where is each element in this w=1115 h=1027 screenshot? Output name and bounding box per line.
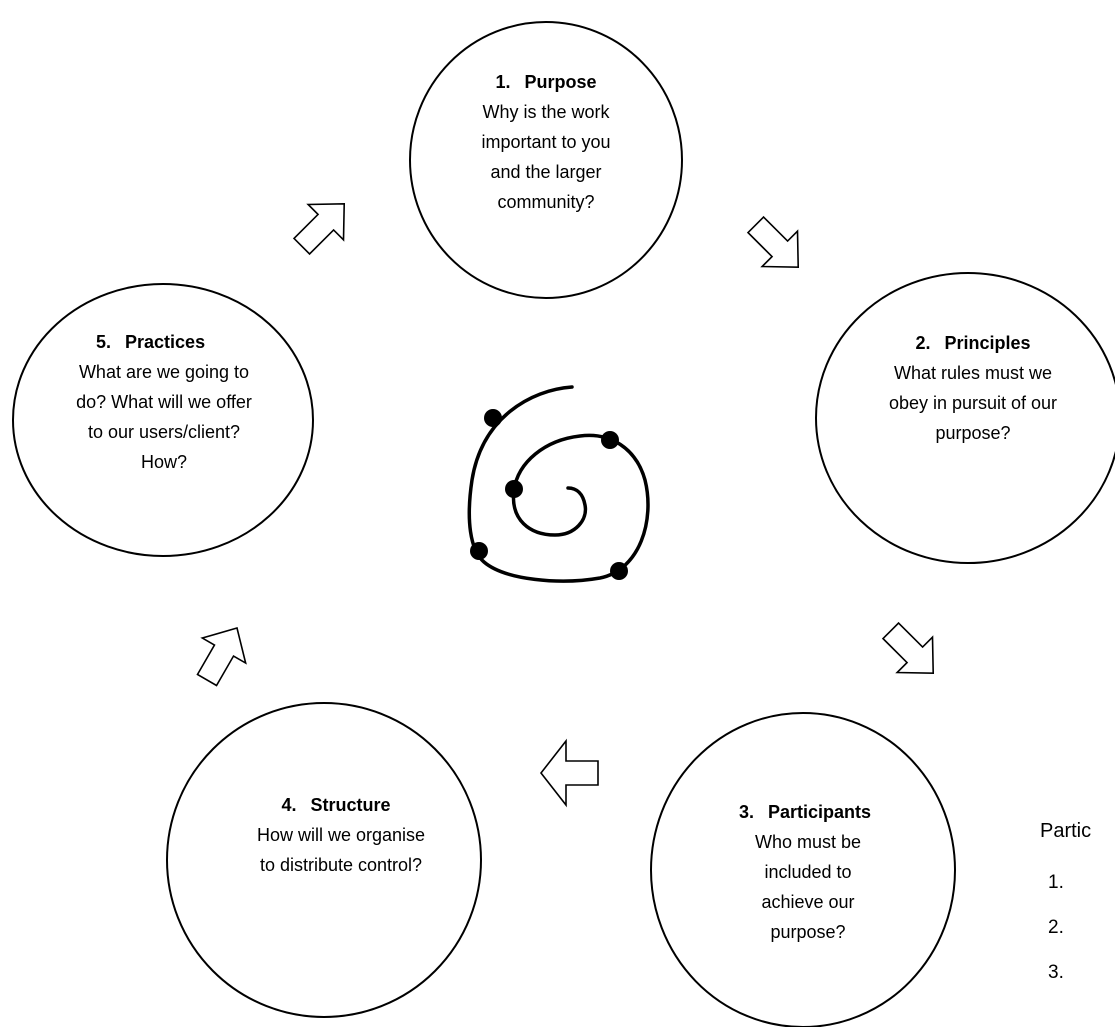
node-circle-structure: [166, 702, 482, 1018]
node-question-purpose: Why is the work important to you and the…: [481, 102, 611, 212]
spiral-dot: [470, 542, 488, 560]
node-participants: 3.Participants Who must be included to a…: [712, 797, 898, 947]
arrow-icon-practices-to-purpose: [292, 202, 346, 256]
node-title-structure: 4.Structure: [281, 795, 391, 815]
node-question-principles: What rules must we obey in pursuit of ou…: [888, 363, 1058, 443]
node-circle-principles: [815, 272, 1115, 564]
arrow-icon-purpose-to-principles: [746, 215, 800, 269]
spiral-dot: [484, 409, 502, 427]
spiral-dot: [610, 562, 628, 580]
arrow-icon-structure-to-practices: [196, 627, 247, 687]
node-question-participants: Who must be included to achieve our purp…: [754, 832, 862, 942]
node-title-practices: 5.Practices: [96, 332, 206, 352]
spiral-icon: [467, 385, 650, 583]
node-title-principles: 2.Principles: [915, 333, 1031, 353]
arrow-icon-principles-to-participants: [881, 621, 935, 675]
node-structure: 4.Structure How will we organise to dist…: [236, 790, 436, 880]
side-note-item: 3.: [1048, 962, 1064, 983]
side-note-list: 1. 2. 3.: [1048, 872, 1064, 1007]
node-circle-participants: [650, 712, 956, 1027]
side-note-item: 1.: [1048, 872, 1064, 893]
node-purpose: 1.Purpose Why is the work important to y…: [478, 67, 614, 217]
side-note-label: Partic: [1040, 820, 1092, 842]
node-circle-purpose: [409, 21, 683, 299]
node-question-structure: How will we organise to distribute contr…: [256, 825, 426, 875]
node-title-purpose: 1.Purpose: [495, 72, 597, 92]
node-principles: 2.Principles What rules must we obey in …: [882, 328, 1064, 448]
node-question-practices: What are we going to do? What will we of…: [76, 362, 252, 472]
arrow-icon-participants-to-structure: [539, 738, 599, 808]
node-title-participants: 3.Participants: [738, 802, 872, 822]
node-practices: 5.Practices What are we going to do? Wha…: [60, 327, 252, 477]
side-note-item: 2.: [1048, 917, 1064, 938]
node-circle-practices: [12, 283, 314, 557]
spiral-dot: [505, 480, 523, 498]
spiral-dot: [601, 431, 619, 449]
